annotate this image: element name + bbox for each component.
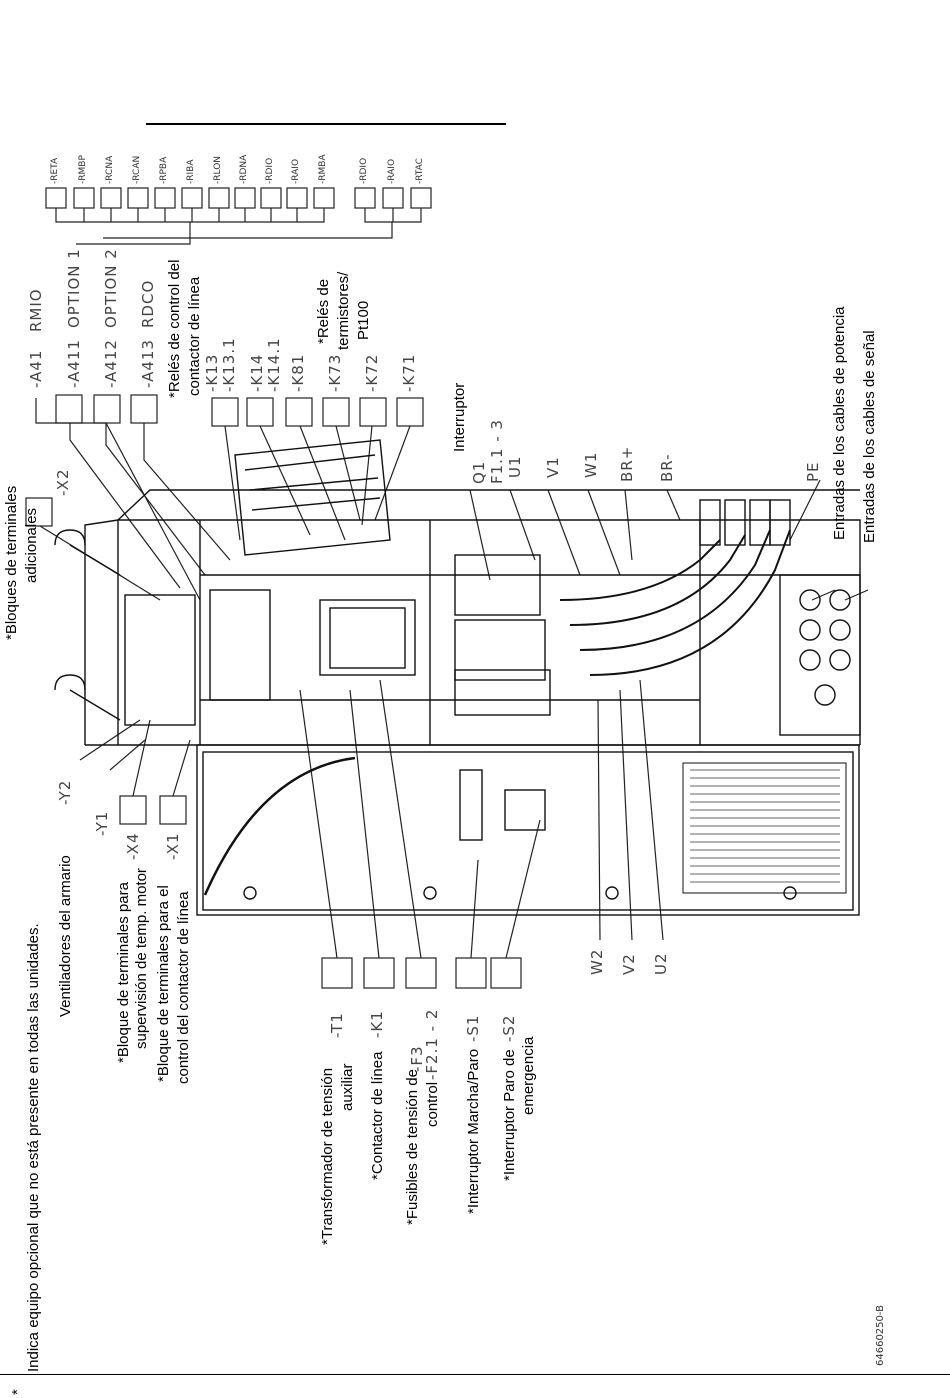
reles-termistores-caption-2: termistores/ xyxy=(335,271,352,350)
ventiladores-caption: Ventiladores del armario xyxy=(57,855,74,1017)
relay-label: -K14.1 xyxy=(265,337,283,392)
option-module-label: -RETA xyxy=(50,157,60,184)
relay-label: -K73 xyxy=(326,353,344,392)
paro-caption-2: emergencia xyxy=(520,1036,537,1115)
f11-3-label: F1.1 - 3 xyxy=(488,419,506,484)
option-module-label: -RMBA xyxy=(318,154,328,184)
s1-label: -S1 xyxy=(464,1014,482,1042)
relay-label: -K13 xyxy=(203,353,221,392)
option-module-label: -RLON xyxy=(213,155,223,184)
option-module-label: -RIBA xyxy=(186,159,196,185)
slot-a412: -A412 xyxy=(102,339,120,388)
x4-label: -X4 xyxy=(124,832,142,861)
option-module-boxes xyxy=(45,187,432,209)
option-module-label: -RAIO xyxy=(387,158,397,184)
transformador-caption-2: auxiliar xyxy=(339,1063,356,1111)
t1-label: -T1 xyxy=(328,1012,346,1038)
relay-label: -K14 xyxy=(248,353,266,392)
paro-caption: *Interruptor Paro de xyxy=(501,1049,518,1181)
transformador-caption: *Transformador de tensión xyxy=(319,1067,336,1245)
option2-header: OPTION 2 xyxy=(102,248,120,328)
fusibles-caption: *Fusibles de tensión de xyxy=(404,1069,421,1225)
option-module-label: -RDIO xyxy=(265,157,275,184)
y1-label: -Y1 xyxy=(93,810,111,836)
slot-a413-sub: RDCO xyxy=(139,279,157,328)
bloque-temp-caption-2: supervisión de temp. motor xyxy=(133,868,150,1049)
option-module-label: -RDNA xyxy=(239,154,249,184)
option-module-label: -RMBP xyxy=(78,155,88,184)
f21-2-label: -F2.1 - 2 xyxy=(423,1008,441,1080)
option-module-label: -RDIO xyxy=(359,157,369,184)
reles-control-caption-2: contactor de línea xyxy=(186,276,203,396)
entradas-senal-caption: Entradas de los cables de señal xyxy=(861,330,878,543)
v2-label: V2 xyxy=(620,953,638,975)
reles-control-caption: *Relés de control del xyxy=(166,259,183,398)
top-rule xyxy=(146,123,506,125)
k1-label: -K1 xyxy=(368,1010,386,1038)
pe-label: PE xyxy=(804,461,822,482)
reles-termistores-caption-3: Pt100 xyxy=(355,300,372,340)
slot-a41-sub: RMIO xyxy=(27,288,45,332)
slot-a411: -A411 xyxy=(65,339,83,388)
u1-label: U1 xyxy=(506,455,524,478)
relay-label: -K72 xyxy=(363,353,381,392)
option-module-label: -RCNA xyxy=(105,155,115,184)
bloque-temp-caption: *Bloque de terminales para xyxy=(115,882,132,1063)
option-module-label: -RAIO xyxy=(291,158,301,184)
document-id: 64660250-B xyxy=(875,1304,886,1366)
br-minus-label: BR- xyxy=(658,453,676,482)
reles-termistores-caption: *Relés de xyxy=(315,278,332,344)
u2-label: U2 xyxy=(652,952,670,975)
s2-label: -S2 xyxy=(500,1014,518,1042)
interruptor-caption: Interruptor xyxy=(451,382,468,452)
q1-label: Q1 xyxy=(470,460,488,484)
bloques-terminales-caption-2: adicionales xyxy=(23,507,40,583)
relay-label: -K13.1 xyxy=(220,337,238,392)
slot-a413: -A413 xyxy=(139,339,157,388)
w1-label: W1 xyxy=(582,451,600,478)
bottom-rule xyxy=(0,1374,950,1375)
bloques-terminales-caption: *Bloques de terminales xyxy=(3,485,20,640)
footnote-star: * xyxy=(9,1389,26,1395)
bloque-control-caption: *Bloque de terminales para el xyxy=(155,885,172,1082)
option1-header: OPTION 1 xyxy=(65,248,83,328)
y2-label: -Y2 xyxy=(56,779,74,805)
slot-a41: -A41 xyxy=(27,349,45,388)
option-module-label: -RTAC xyxy=(415,158,425,184)
br-plus-label: BR+ xyxy=(618,445,636,482)
fusibles-caption-2: control xyxy=(424,1081,441,1127)
v1-label: V1 xyxy=(544,456,562,478)
contactor-caption: *Contactor de línea xyxy=(369,1051,386,1180)
relay-label: -K71 xyxy=(400,353,418,392)
footnote-text: Indica equipo opcional que no está prese… xyxy=(25,923,42,1372)
relay-label: -K81 xyxy=(289,353,307,392)
option-module-label: -RPBA xyxy=(159,156,169,184)
bloque-control-caption-2: control del contactor de línea xyxy=(175,891,192,1084)
entradas-potencia-caption: Entradas de los cables de potencia xyxy=(831,306,848,541)
marcha-caption: *Interruptor Marcha/Paro xyxy=(465,1048,482,1214)
w2-label: W2 xyxy=(588,948,606,975)
x1-label: -X1 xyxy=(164,832,182,861)
x2-label: -X2 xyxy=(54,468,72,497)
option-module-label: -RCAN xyxy=(132,155,142,184)
